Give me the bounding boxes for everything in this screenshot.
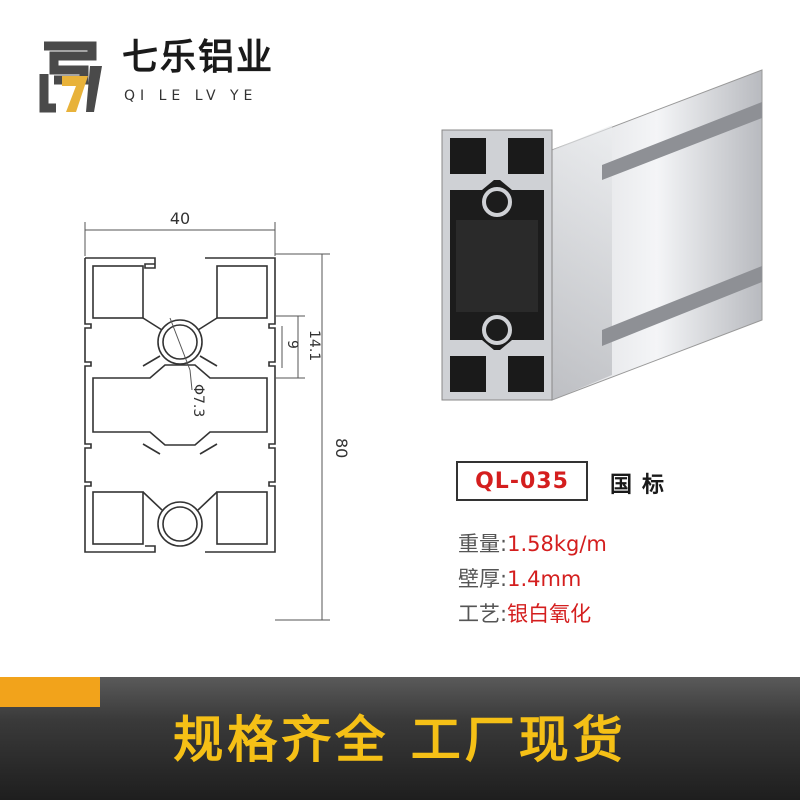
spec-label: 重量: [458, 532, 508, 556]
dim-hole-label: Φ7.3 [190, 384, 206, 417]
dim-slot-inner-label: 9 [284, 340, 300, 349]
spec-label: 壁厚: [458, 567, 508, 591]
brand-name-en: QI LE LV YE [124, 88, 258, 104]
spec-label: 工艺: [458, 602, 508, 626]
spec-value: 1.58kg/m [507, 532, 607, 556]
promo-banner [0, 677, 800, 800]
spec-list: 重量:1.58kg/m 壁厚:1.4mm 工艺:银白氧化 [458, 527, 607, 632]
banner-accent-stripe [0, 677, 100, 707]
banner-slogan: 规格齐全 工厂现货 [173, 711, 627, 769]
dim-width-label: 40 [170, 209, 190, 228]
spec-process: 工艺:银白氧化 [458, 597, 607, 632]
brand-name-cn: 七乐铝业 [122, 37, 275, 78]
standard-label: 国标 [610, 473, 675, 498]
s7-logo-icon [39, 41, 102, 113]
spec-weight: 重量:1.58kg/m [458, 527, 607, 562]
spec-value: 银白氧化 [507, 602, 592, 626]
spec-wall-thickness: 壁厚:1.4mm [458, 562, 607, 597]
profile-outline [84, 257, 276, 553]
dim-height-label: 80 [332, 438, 351, 458]
profile-cross-section-drawing: 40 80 14.1 9 Φ7.3 [84, 209, 351, 621]
model-number-badge: QL-035 [456, 461, 588, 501]
dim-slot-outer-label: 14.1 [306, 330, 322, 361]
aluminum-profile-photo [441, 69, 763, 401]
spec-value: 1.4mm [507, 567, 582, 591]
